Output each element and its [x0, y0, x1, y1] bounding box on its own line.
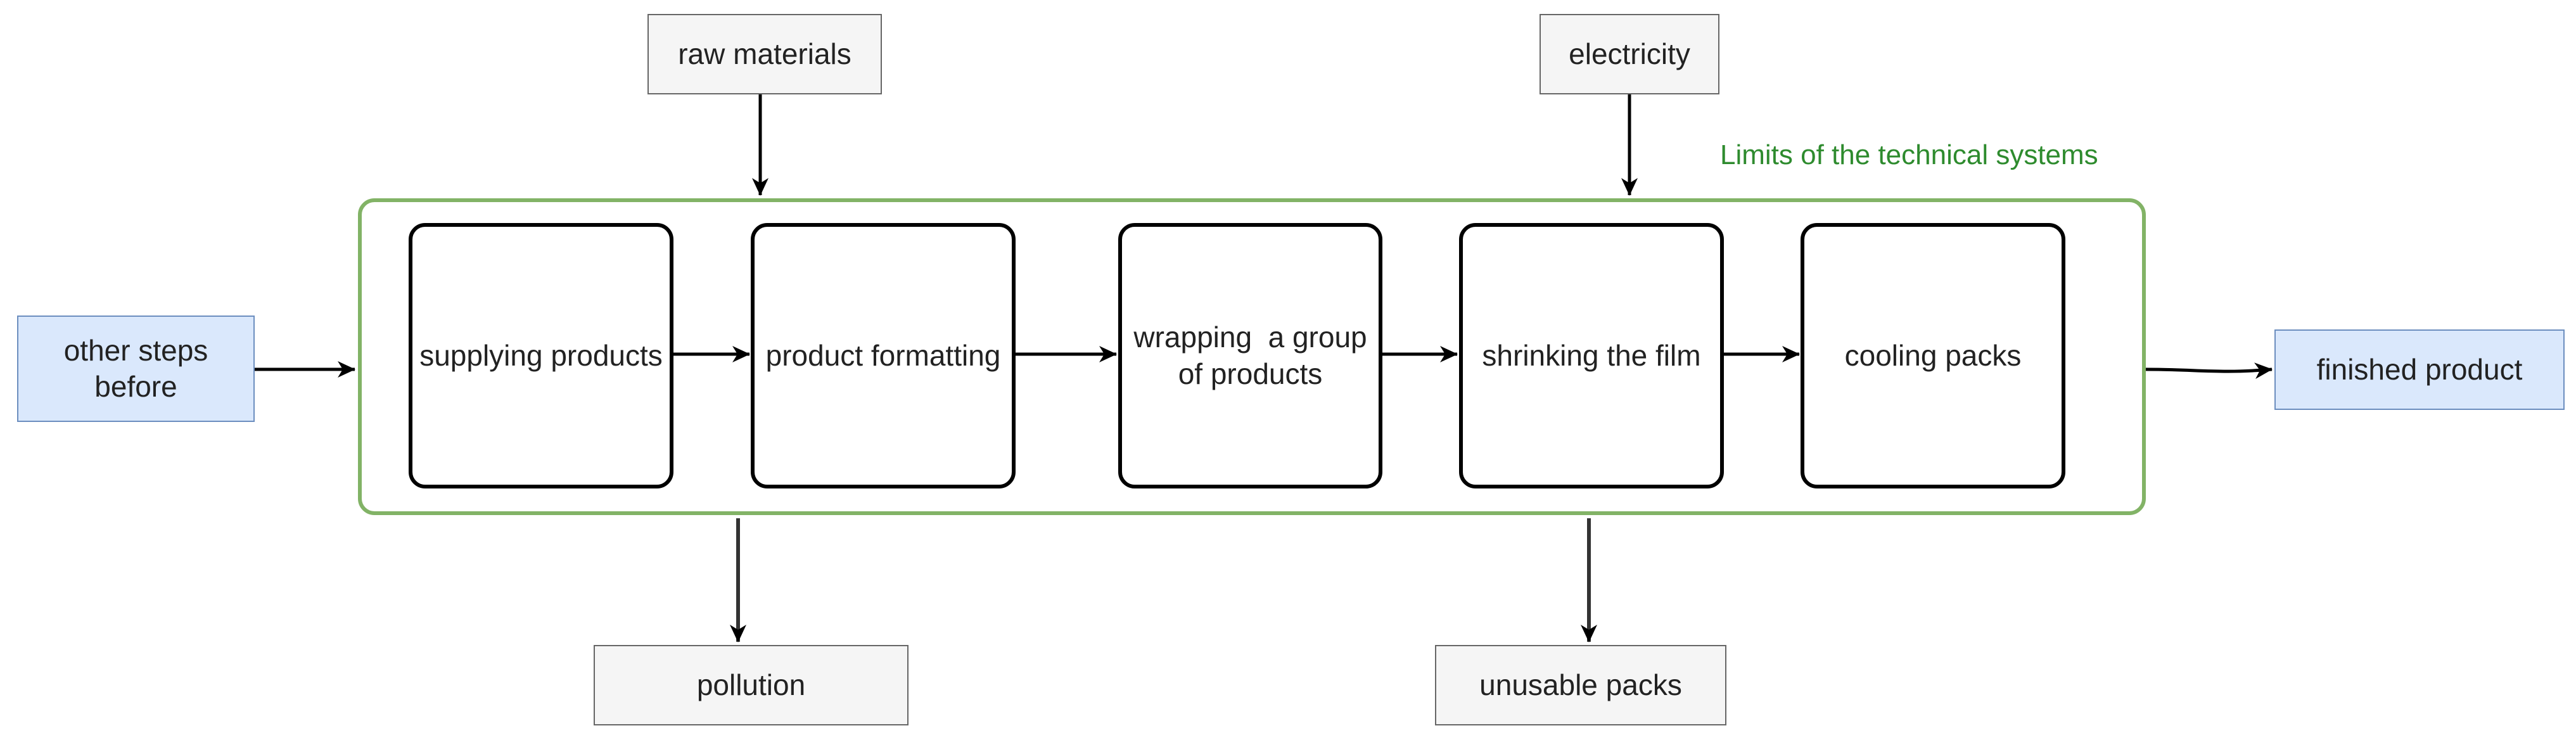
system-limit-label: Limits of the technical systems [1720, 139, 2098, 170]
step-supplying-products: supplying products [409, 223, 673, 488]
technical-system-boundary [358, 198, 2146, 515]
output-pollution: pollution [594, 645, 909, 725]
output-unusable-packs: unusable packs [1435, 645, 1726, 725]
step-wrapping-group: wrapping a group of products [1118, 223, 1382, 488]
step-label: cooling packs [1844, 338, 2022, 372]
step-cooling-packs: cooling packs [1801, 223, 2065, 488]
step-shrinking-film: shrinking the film [1459, 223, 1724, 488]
step-product-formatting: product formatting [751, 223, 1016, 488]
step-label: product formatting [765, 338, 1001, 372]
flow-start-other-steps: other steps before [17, 316, 255, 422]
step-label: shrinking the film [1482, 338, 1701, 372]
flow-end-finished-product: finished product [2274, 329, 2565, 410]
arrow-finished-product [2145, 362, 2273, 380]
input-raw-materials: raw materials [647, 14, 882, 94]
input-electricity: electricity [1540, 14, 1719, 94]
step-label: wrapping a group of products [1133, 321, 1375, 390]
step-label: supplying products [419, 338, 663, 372]
